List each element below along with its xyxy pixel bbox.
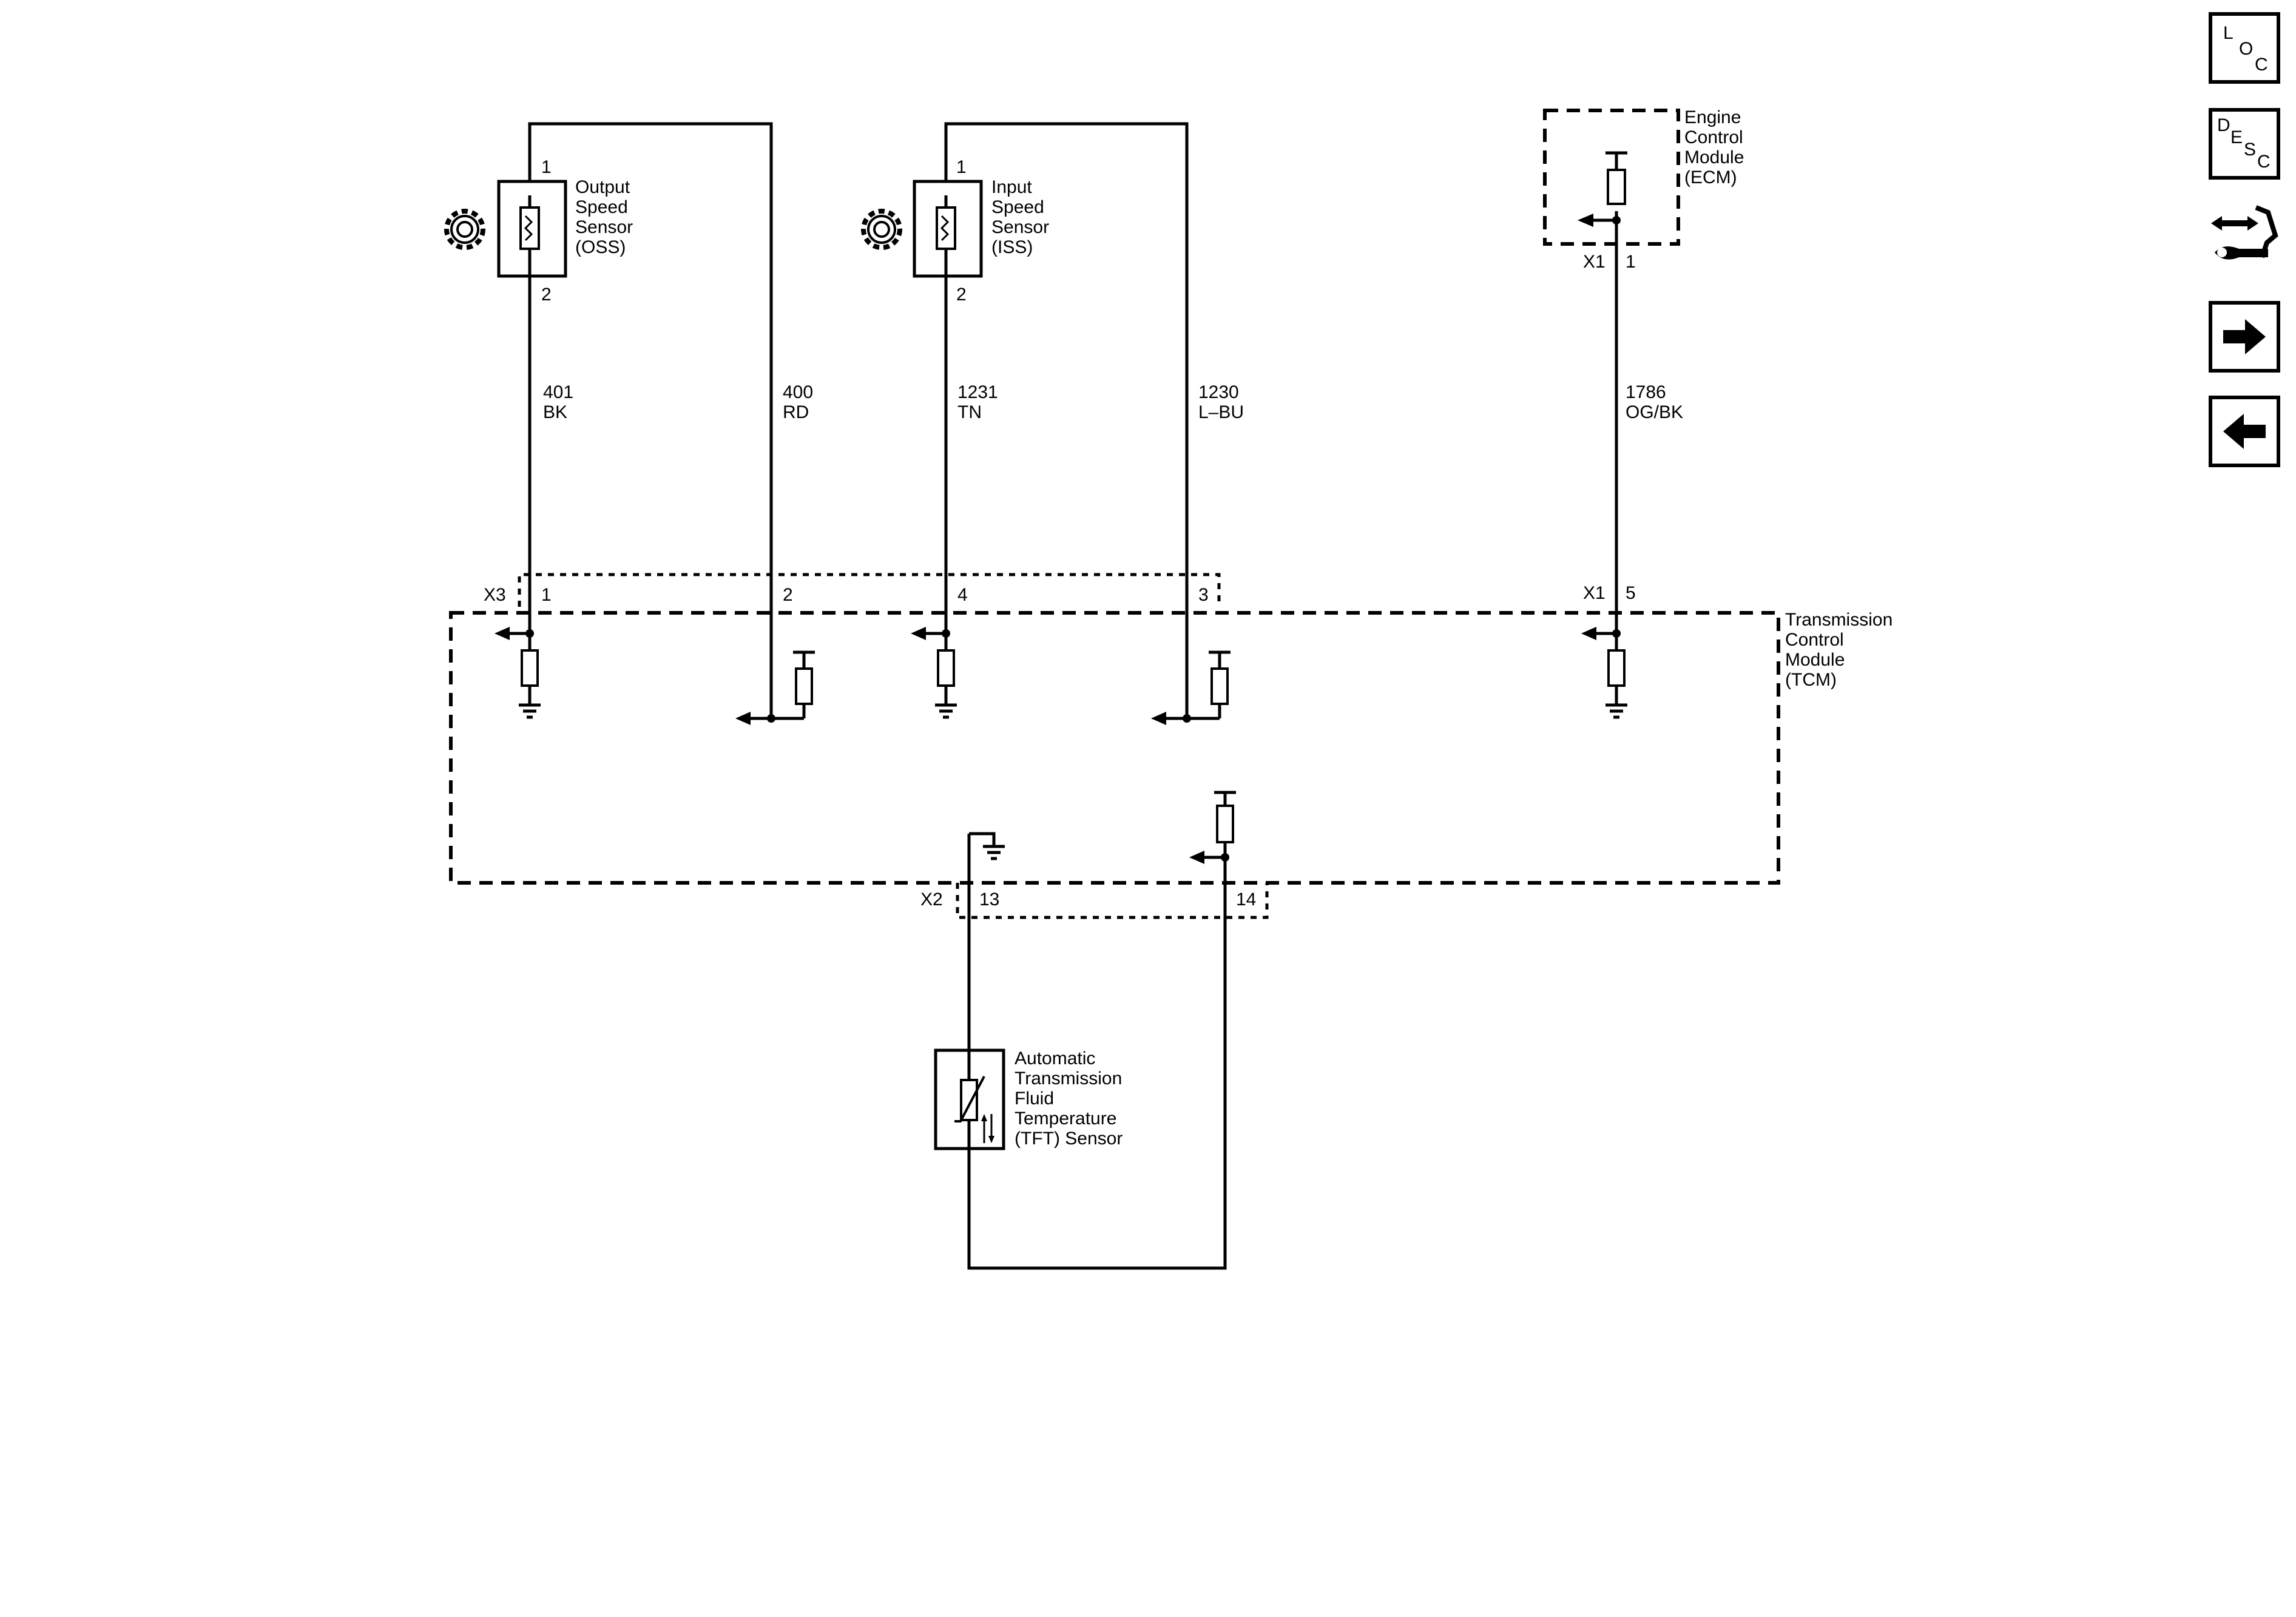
ecm-pullup: [1578, 151, 1627, 227]
iss-label-3: Sensor: [991, 217, 1049, 237]
ecm-label-3: Module: [1684, 147, 1744, 167]
ecm-pin-1: 1: [1626, 252, 1636, 272]
oss-pin-1: 1: [541, 157, 552, 177]
tcm-boundary: [449, 611, 1780, 885]
x2-pin-13: 13: [979, 890, 999, 910]
forward-arrow-button[interactable]: [2209, 301, 2280, 373]
oss-label-1: Output: [575, 177, 630, 197]
tcm-label-3: Module: [1785, 650, 1845, 670]
tcm-x1-connector-name: X1: [1583, 583, 1606, 603]
tft-label-2: Transmission: [1015, 1068, 1122, 1089]
tft-low-reference-ground: [983, 845, 1005, 860]
wire-tft-loop: [967, 834, 1227, 1270]
wire-1231-color: TN: [957, 402, 982, 422]
x3-pin-3: 3: [1198, 585, 1209, 605]
tft-sensor: [934, 1048, 1005, 1150]
tcm-label-2: Control: [1785, 630, 1844, 650]
tft-signal-pullup: [1189, 791, 1236, 864]
wire-400-rd: [528, 122, 773, 718]
desc-letter-c: C: [2257, 152, 2271, 172]
wire-400-circuit: 400: [783, 382, 813, 402]
loc-letter-c: C: [2255, 55, 2268, 75]
wire-401-circuit: 401: [543, 382, 573, 402]
tft-label-5: (TFT) Sensor: [1015, 1129, 1123, 1149]
oss-label-4: (OSS): [575, 237, 626, 257]
tcm-label-1: Transmission: [1785, 610, 1893, 630]
ecm-label-2: Control: [1684, 127, 1743, 147]
wire-1231-circuit: 1231: [957, 382, 998, 402]
wire-400-color: RD: [783, 402, 809, 422]
output-speed-sensor: [497, 180, 567, 278]
x3-connector-outline: [518, 573, 1221, 607]
x2-connector-outline: [956, 883, 1269, 919]
ecm-label-1: Engine: [1684, 107, 1741, 127]
iss-label-2: Speed: [991, 197, 1044, 217]
iss-pin-2: 2: [956, 285, 967, 305]
loc-letter-l: L: [2223, 23, 2234, 43]
forward-arrow-icon: [2223, 319, 2266, 354]
oss-label-2: Speed: [575, 197, 628, 217]
tcm-input-circuit-1231: [911, 627, 957, 719]
wire-1786-color: OG/BK: [1626, 402, 1683, 422]
wire-1230-circuit: 1230: [1198, 382, 1239, 402]
oss-pin-2: 2: [541, 285, 552, 305]
tft-label-4: Temperature: [1015, 1109, 1116, 1129]
tcm-x1-pin-5: 5: [1626, 583, 1636, 603]
input-speed-sensor: [913, 180, 983, 278]
x3-pin-1: 1: [541, 585, 552, 605]
tft-ground-wire: [969, 832, 996, 846]
wire-1786-circuit: 1786: [1626, 382, 1666, 402]
x2-connector-name: X2: [920, 890, 943, 910]
desc-letter-s: S: [2244, 140, 2256, 160]
loc-letter-o: O: [2239, 39, 2253, 59]
wire-401-color: BK: [543, 402, 567, 422]
tcm-label-4: (TCM): [1785, 670, 1837, 690]
x3-pin-2: 2: [783, 585, 793, 605]
iss-label-4: (ISS): [991, 237, 1033, 257]
loc-button[interactable]: L O C: [2209, 12, 2280, 84]
desc-letter-d: D: [2217, 115, 2230, 135]
oss-label-3: Sensor: [575, 217, 633, 237]
tcm-input-circuit-1786: [1581, 627, 1627, 719]
iss-pin-1: 1: [956, 157, 967, 177]
x2-pin-14: 14: [1236, 890, 1256, 910]
desc-letter-e: E: [2230, 127, 2243, 147]
tft-label-3: Fluid: [1015, 1089, 1054, 1109]
back-arrow-button[interactable]: [2209, 396, 2280, 467]
iss-label-1: Input: [991, 177, 1032, 197]
tcm-input-circuit-1230: [1151, 650, 1231, 725]
ecm-label-4: (ECM): [1684, 167, 1737, 187]
tft-label-1: Automatic: [1015, 1048, 1095, 1068]
gear-icon: [444, 209, 485, 250]
tcm-input-circuit-401: [495, 627, 541, 719]
connector-tool-icon[interactable]: [2209, 199, 2280, 271]
ecm-connector-x1: X1: [1583, 252, 1606, 272]
wire-1230-lbu: [944, 122, 1189, 718]
back-arrow-icon: [2223, 414, 2266, 449]
ecm-boundary: [1543, 109, 1680, 246]
wire-1230-color: L–BU: [1198, 402, 1244, 422]
tcm-input-circuit-400: [735, 650, 815, 725]
x3-connector-name: X3: [484, 585, 506, 605]
gear-icon: [861, 209, 902, 250]
x3-pin-4: 4: [957, 585, 968, 605]
wiring-schematic: 1 2 Output Speed Sensor (OSS) 1 2 Input …: [444, 107, 1893, 1270]
desc-button[interactable]: D E S C: [2209, 108, 2280, 180]
